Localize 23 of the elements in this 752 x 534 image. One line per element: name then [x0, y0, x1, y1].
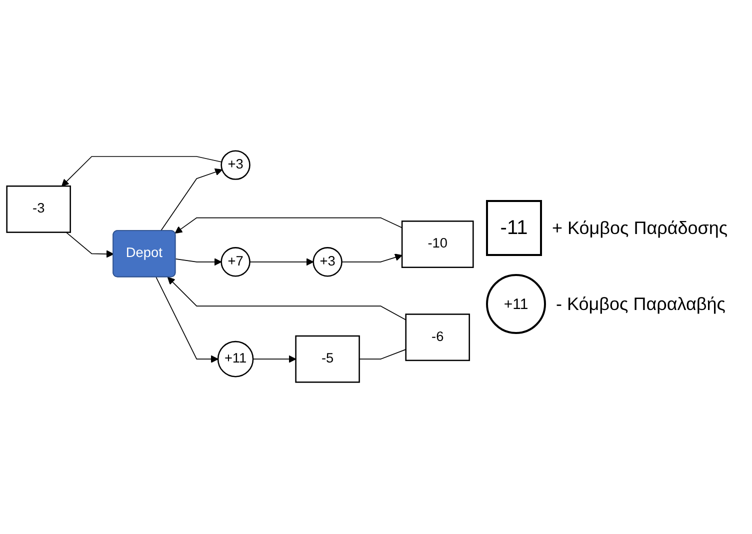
node-box: -5: [295, 336, 360, 384]
arrow: [249, 258, 314, 266]
legend-circle: +11: [486, 274, 546, 334]
arrow: [160, 168, 222, 232]
node-circle: +3: [220, 150, 250, 180]
arrow: [175, 258, 222, 266]
node-circle: +11: [217, 341, 254, 378]
node-box: -3: [6, 186, 71, 234]
arrow: [66, 232, 114, 258]
arrow: [167, 277, 406, 321]
legend-square: -11: [486, 200, 542, 256]
connector: [358, 350, 406, 360]
arrow: [156, 277, 218, 364]
arrow: [174, 218, 402, 234]
legend-text: + Κόμβος Παράδοσης: [552, 218, 728, 238]
arrow: [62, 156, 222, 187]
arrow: [252, 356, 296, 364]
arrow: [341, 254, 402, 263]
node-circle: +3: [312, 248, 342, 278]
node-box: -10: [401, 221, 474, 268]
node-circle: +7: [220, 248, 250, 278]
legend-text: - Κόμβος Παραλαβής: [556, 294, 726, 314]
node-box: -6: [405, 314, 470, 362]
